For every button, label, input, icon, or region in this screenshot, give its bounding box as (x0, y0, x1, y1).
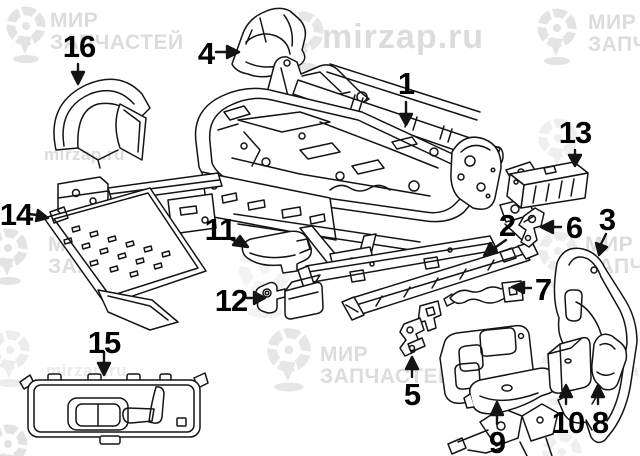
part-8-cap (591, 333, 628, 391)
part-7-rod (443, 280, 524, 307)
part-14-panel (43, 187, 207, 331)
part-6-bracket (518, 207, 545, 248)
part-label-16: 16 (62, 29, 96, 64)
part-15-arrow (96, 350, 112, 377)
part-12-arrow (245, 290, 267, 306)
part-label-3: 3 (598, 202, 616, 237)
part-15-switch (19, 372, 209, 445)
part-label-10: 10 (551, 405, 585, 440)
part-label-4: 4 (197, 36, 215, 71)
part-3-arrow (594, 232, 609, 257)
part-label-8: 8 (591, 405, 609, 440)
part-label-11: 11 (204, 212, 237, 247)
part-2-arrow (482, 238, 508, 258)
part-10-cover (547, 336, 592, 394)
part-label-2: 2 (498, 208, 516, 243)
part-12-clip (255, 274, 324, 320)
part-13-arrow (567, 148, 583, 168)
part-7-arrow (510, 280, 533, 295)
part-4-arrow (214, 44, 241, 60)
part-1-arrow (398, 100, 414, 127)
part-label-5: 5 (403, 377, 421, 412)
part-16-cover (53, 78, 151, 169)
part-11-pad (241, 230, 313, 274)
watermark-site: mirzap.ru (322, 18, 485, 56)
part-label-9: 9 (488, 425, 506, 456)
part-6-arrow (539, 219, 563, 235)
part-11-arrow (227, 234, 250, 249)
part-label-15: 15 (87, 325, 121, 360)
part-16-arrow (70, 62, 86, 86)
watermark-brand: МИР ЗАПЧАСТЕЙ (320, 343, 454, 389)
watermark-brand: МИР ЗАПЧАСТЕЙ (588, 11, 640, 57)
lower-linkage (447, 403, 559, 456)
part-14-arrow (27, 208, 50, 223)
part-5-bracket (399, 300, 442, 357)
part-label-12: 12 (214, 283, 248, 318)
part-label-13: 13 (558, 115, 592, 150)
part-label-7: 7 (534, 272, 552, 307)
leader-arrows (27, 44, 609, 426)
slide-rail-upper (297, 235, 498, 289)
watermark-brand: МИР ЗАПЧАСТЕЙ (50, 9, 184, 55)
part-8-arrow (590, 383, 606, 406)
watermark-site: mirzap.ru (44, 145, 126, 164)
part-label-14: 14 (0, 197, 33, 232)
part-label-6: 6 (565, 210, 583, 245)
part-5-arrow (404, 355, 420, 379)
part-13-pad (506, 161, 589, 209)
part-10-arrow (558, 383, 574, 406)
part-label-1: 1 (397, 66, 415, 101)
part-2-rail-cover (341, 241, 539, 321)
part-9-arrow (489, 400, 505, 426)
